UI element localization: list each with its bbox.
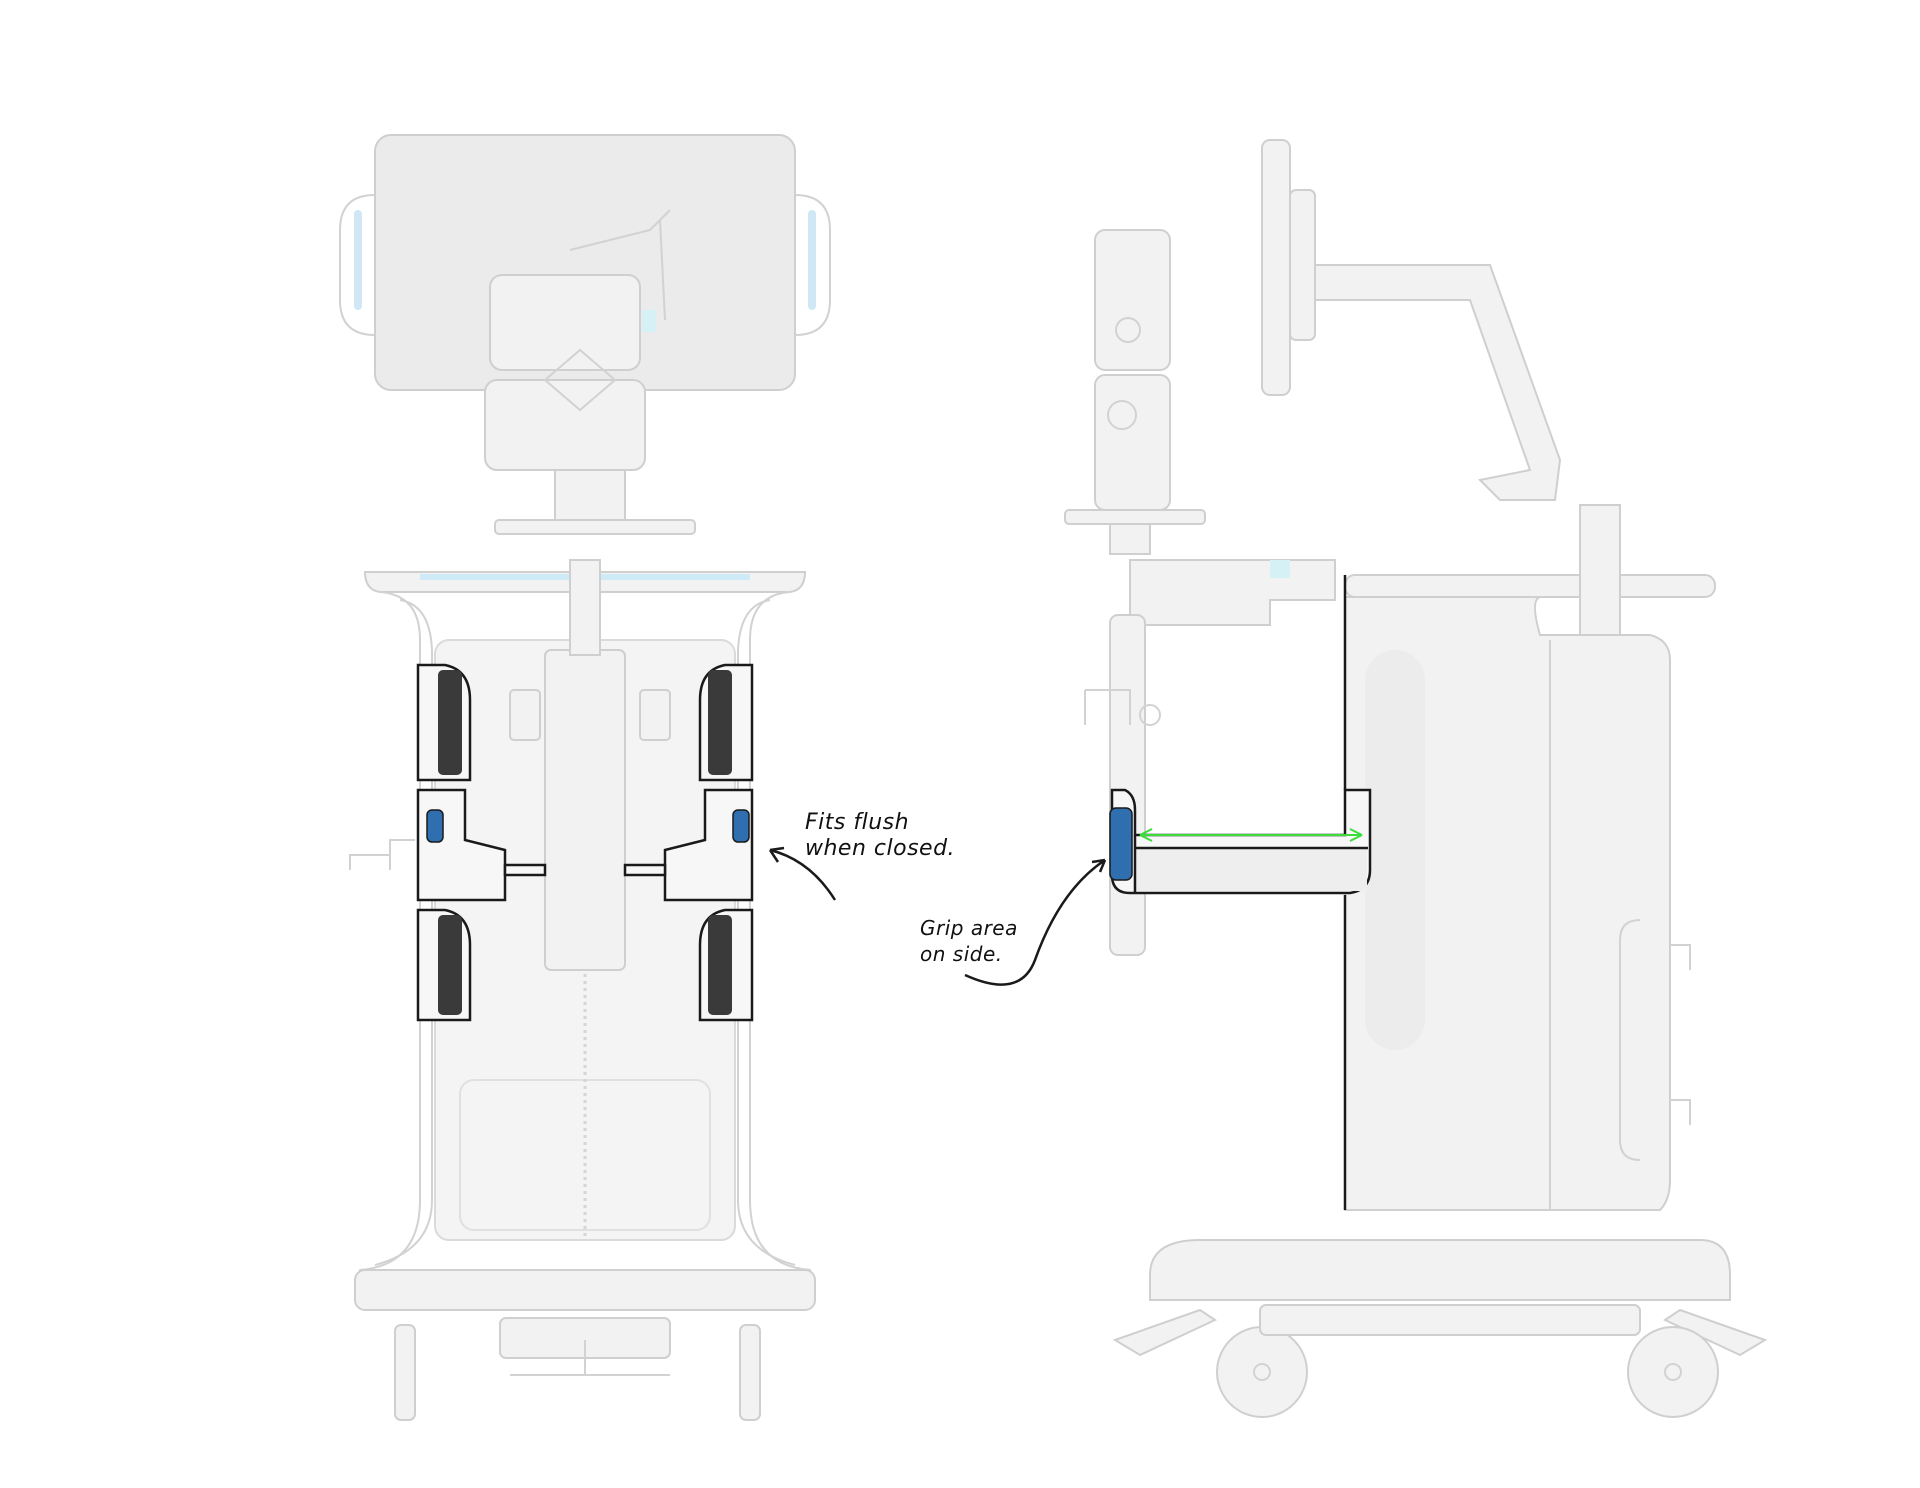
note-grip-area-line2: on side. [920, 942, 1003, 966]
side-cart-body [1344, 596, 1671, 1211]
side-monitor-arm [1314, 264, 1562, 501]
front-central-column [544, 649, 626, 971]
front-left-pad-upper [438, 670, 462, 775]
side-view [1064, 139, 1768, 1418]
note-fits-flush-line1: Fits flush [805, 810, 910, 835]
fits-flush-leader [768, 846, 837, 901]
front-view [339, 134, 831, 1421]
note-grip-area: Grip area on side. [920, 915, 1018, 967]
grip-area-leader [964, 858, 1107, 986]
side-monitor [1261, 139, 1291, 396]
side-wheel-right [1627, 1326, 1719, 1418]
side-top-rail [1344, 574, 1716, 598]
front-camera-body [489, 274, 641, 371]
side-horizontal-arm [1129, 559, 1336, 626]
front-plate [494, 519, 696, 535]
front-monitor-handle-left [339, 194, 376, 336]
front-monitor-handle-right [794, 194, 831, 336]
front-side-panels [416, 663, 754, 1022]
front-base [354, 1269, 816, 1311]
side-wheel-left [1216, 1326, 1308, 1418]
side-camera [1094, 229, 1171, 371]
front-right-grip[interactable] [732, 809, 750, 843]
note-grip-area-line1: Grip area [920, 916, 1018, 940]
side-grip-area[interactable] [1109, 807, 1133, 881]
front-column-top [554, 469, 626, 521]
side-drawer [1109, 575, 1372, 1210]
front-left-pad-lower [438, 915, 462, 1015]
front-right-pad-upper [708, 670, 732, 775]
note-fits-flush: Fits flush when closed. [805, 810, 955, 862]
note-fits-flush-line2: when closed. [805, 836, 956, 861]
front-camera-lower [484, 379, 646, 471]
side-base [1149, 1239, 1731, 1301]
front-crank [349, 839, 415, 870]
front-left-grip[interactable] [426, 809, 444, 843]
front-right-pad-lower [708, 915, 732, 1015]
